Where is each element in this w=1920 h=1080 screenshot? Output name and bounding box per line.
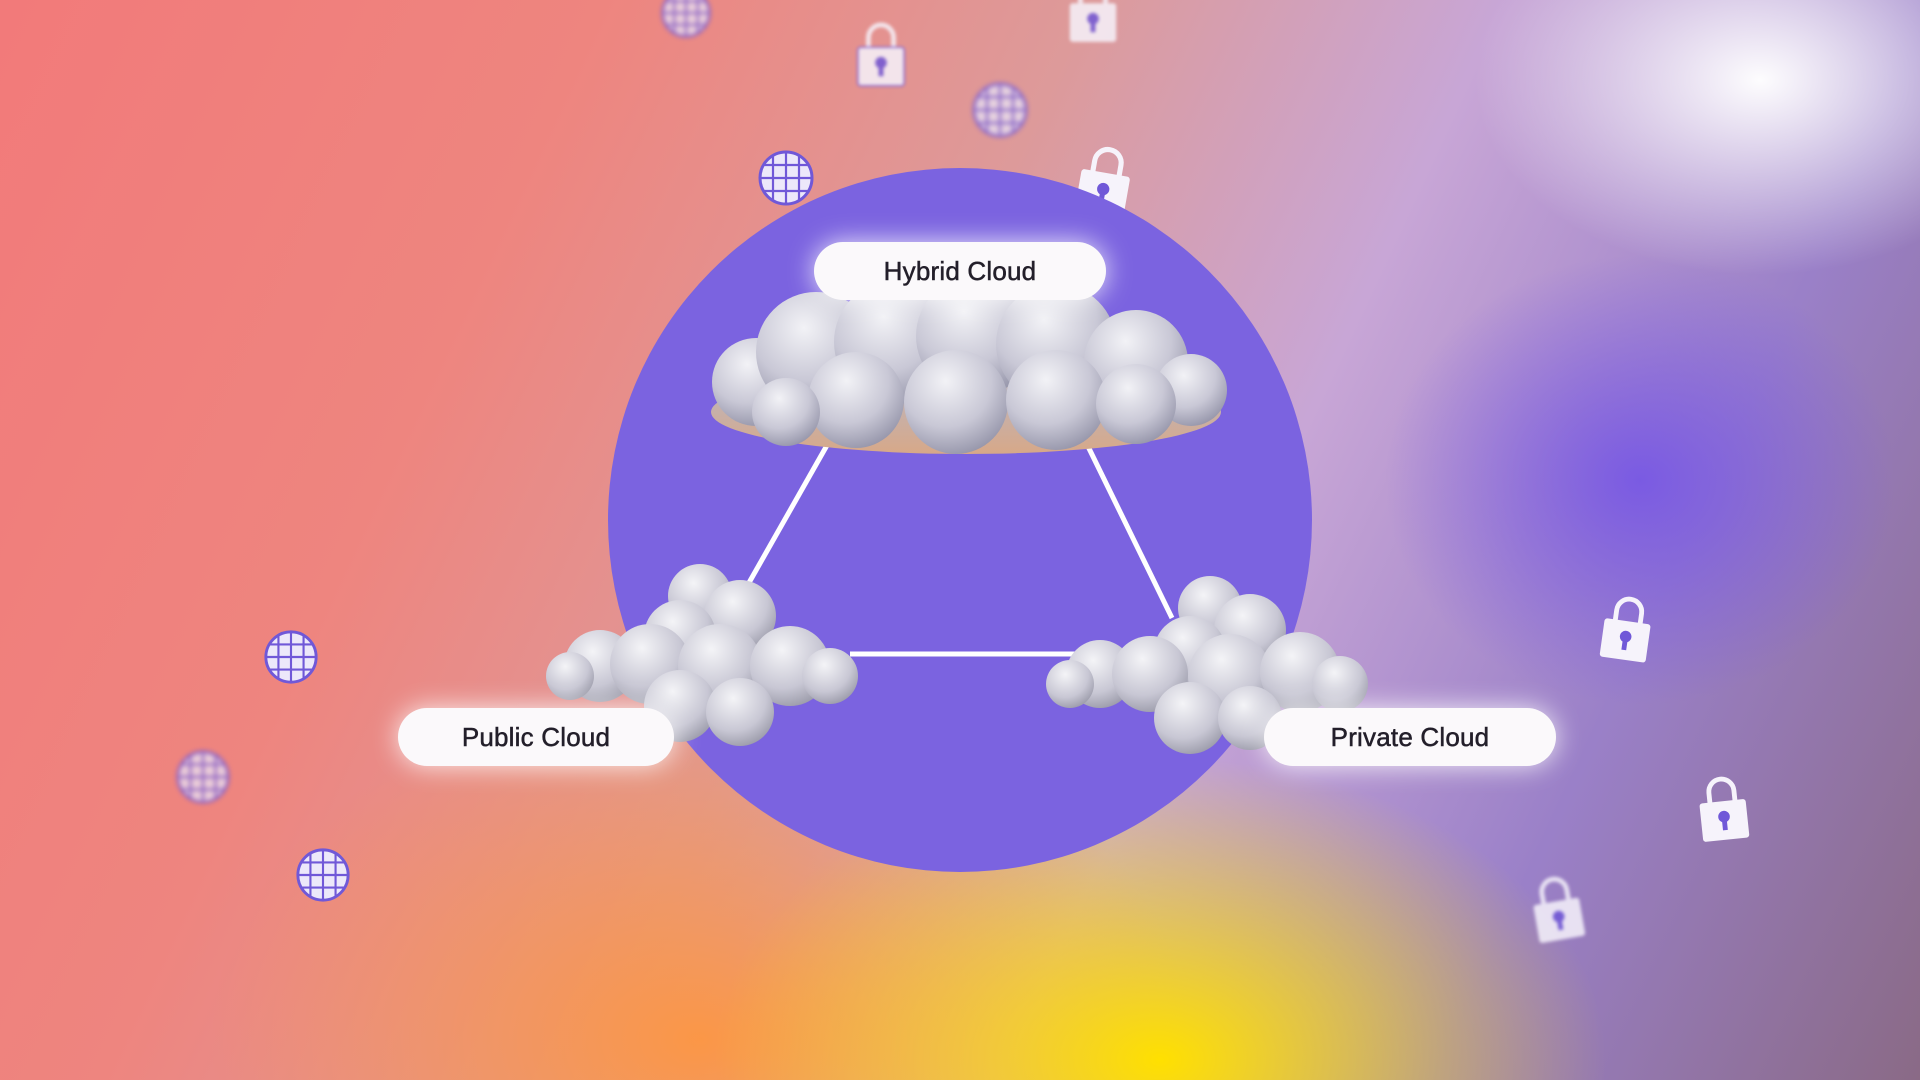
lock-icon	[1699, 776, 1750, 842]
public-cloud-label: Public Cloud	[398, 708, 674, 766]
globe-icon	[972, 82, 1028, 138]
edge-hybrid-private	[1077, 428, 1175, 620]
globe-icon	[661, 0, 711, 38]
private-cloud-text: Private Cloud	[1330, 721, 1490, 752]
lock-icon	[1069, 0, 1117, 42]
private-cloud-icon	[1046, 576, 1368, 754]
edge-hybrid-public	[743, 438, 833, 590]
private-cloud-label: Private Cloud	[1264, 708, 1556, 766]
lock-icon	[1533, 876, 1586, 943]
hybrid-cloud-text: Hybrid Cloud	[883, 255, 1037, 286]
globe-icon	[264, 630, 318, 684]
globe-icon	[758, 150, 814, 206]
public-cloud-text: Public Cloud	[461, 721, 611, 752]
hybrid-cloud-label: Hybrid Cloud	[814, 242, 1106, 300]
public-cloud-icon	[546, 564, 858, 746]
hybrid-cloud-icon	[711, 276, 1227, 454]
globe-icon	[296, 848, 350, 902]
lock-icon	[857, 22, 905, 87]
globe-icon	[176, 750, 230, 804]
lock-icon	[1599, 596, 1651, 663]
